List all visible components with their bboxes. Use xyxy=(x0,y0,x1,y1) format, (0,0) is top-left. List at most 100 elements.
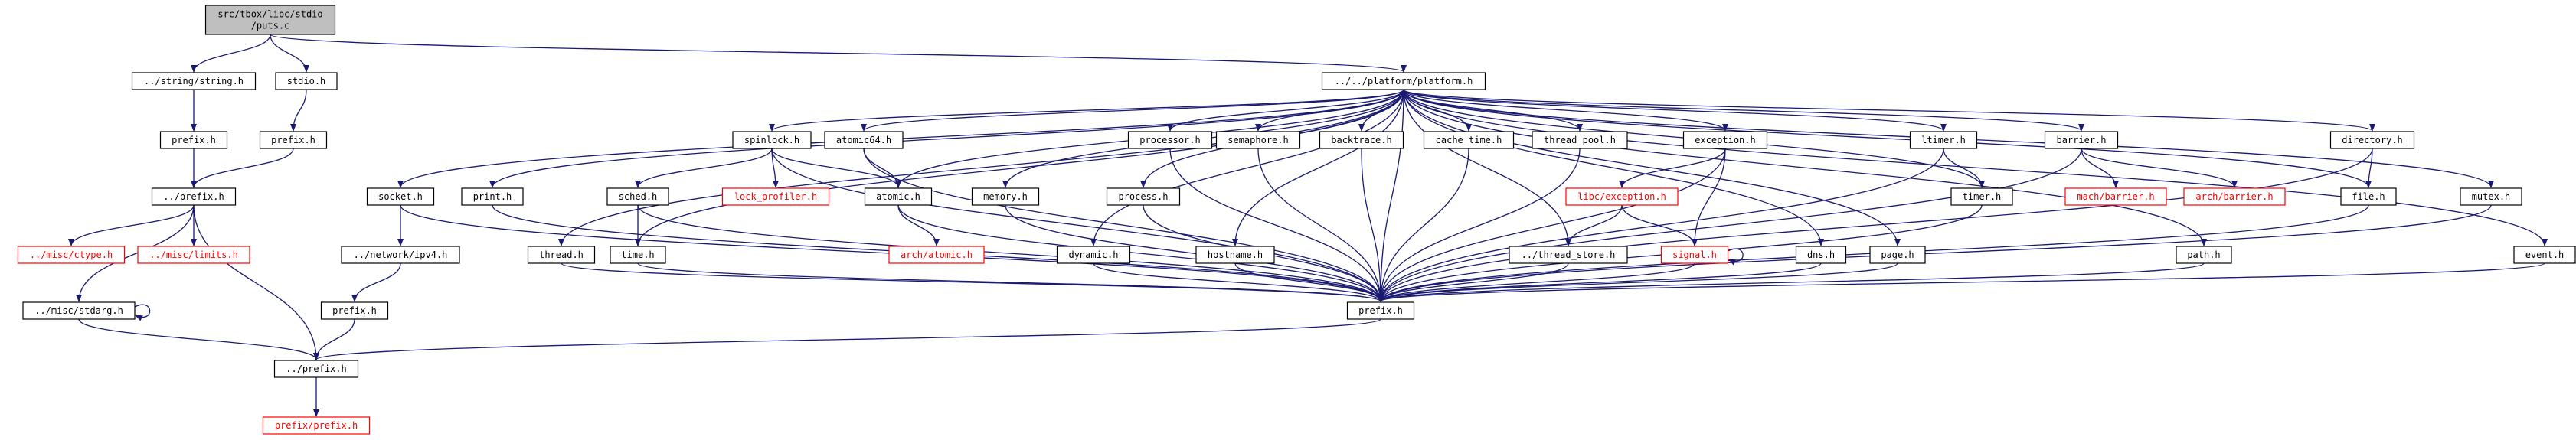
node-thread[interactable]: thread.h xyxy=(527,246,596,264)
node-dynamic[interactable]: dynamic.h xyxy=(1056,246,1131,264)
node-label: mutex.h xyxy=(2472,191,2511,202)
node-prefix-bottom[interactable]: ../prefix.h xyxy=(273,360,359,378)
node-label: dynamic.h xyxy=(1068,249,1118,260)
node-label: prefix.h xyxy=(332,305,377,316)
node-exception[interactable]: exception.h xyxy=(1682,131,1768,149)
edge-platform-to-dynamic xyxy=(1090,89,1404,246)
node-ipv4[interactable]: ../network/ipv4.h xyxy=(341,246,460,264)
node-prefix-b[interactable]: prefix.h xyxy=(259,131,328,149)
node-process[interactable]: process.h xyxy=(1106,187,1181,206)
edge-exception-to-libc-exception xyxy=(1619,148,1726,188)
edge-ltimer-to-timer xyxy=(1943,148,1985,188)
node-arch-barrier[interactable]: arch/barrier.h xyxy=(2183,187,2286,206)
node-label: arch/atomic.h xyxy=(901,249,973,260)
node-box xyxy=(1682,131,1768,149)
edge-platform-to-print xyxy=(489,89,1404,188)
node-cache-time[interactable]: cache_time.h xyxy=(1423,131,1515,149)
node-dprefix[interactable]: ../prefix.h xyxy=(151,187,237,206)
node-spinlock[interactable]: spinlock.h xyxy=(732,131,812,149)
node-label: time.h xyxy=(621,249,654,260)
header-nodes: src/tbox/libc/stdio/puts.c../string/stri… xyxy=(17,5,2576,435)
node-atomic[interactable]: atomic.h xyxy=(864,187,933,206)
node-memory[interactable]: memory.h xyxy=(971,187,1040,206)
node-box xyxy=(824,131,904,149)
node-processor[interactable]: processor.h xyxy=(1127,131,1213,149)
edge-ltimer-to-prefix-main xyxy=(1378,148,1944,302)
node-mutex[interactable]: mutex.h xyxy=(2460,187,2522,206)
node-stdarg[interactable]: ../misc/stdarg.h xyxy=(22,301,136,320)
node-barrier[interactable]: barrier.h xyxy=(2044,131,2119,149)
node-box xyxy=(1215,131,1301,149)
node-page[interactable]: page.h xyxy=(1869,246,1926,264)
node-label: event.h xyxy=(2525,249,2565,260)
node-label: file.h xyxy=(2352,191,2385,202)
node-atomic64[interactable]: atomic64.h xyxy=(824,131,904,149)
node-timer[interactable]: timer.h xyxy=(1950,187,2013,206)
edge-hostname-to-prefix-main xyxy=(1234,262,1384,302)
node-platform[interactable]: ../../platform/platform.h xyxy=(1321,72,1486,90)
edge-platform-to-hostname xyxy=(1232,89,1404,246)
node-label: prefix/prefix.h xyxy=(275,420,358,431)
node-mach-barrier[interactable]: mach/barrier.h xyxy=(2064,187,2167,206)
node-file[interactable]: file.h xyxy=(2340,187,2397,206)
node-prefix-c[interactable]: prefix.h xyxy=(320,301,389,320)
edge-signal-to-signal xyxy=(1728,248,1744,266)
edge-platform-to-spinlock xyxy=(769,89,1404,132)
node-box xyxy=(2329,131,2415,149)
edge-platform-to-exception xyxy=(1403,89,1728,132)
node-thread-pool[interactable]: thread_pool.h xyxy=(1532,131,1628,149)
node-prefix-prefix[interactable]: prefix/prefix.h xyxy=(262,416,371,435)
edge-prefix-b-to-dprefix xyxy=(191,148,294,188)
edge-spinlock-to-prefix-main xyxy=(771,148,1384,302)
edge-ipv4-to-prefix-c xyxy=(351,262,401,302)
node-print[interactable]: print.h xyxy=(461,187,524,206)
node-box xyxy=(137,246,250,264)
node-thread-store[interactable]: ../thread_store.h xyxy=(1509,246,1628,264)
edge-platform-to-semaphore xyxy=(1255,89,1404,132)
node-lock-profiler[interactable]: lock_profiler.h xyxy=(721,187,830,206)
node-arch-atomic[interactable]: arch/atomic.h xyxy=(888,246,985,264)
edge-prefix-main-to-prefix-bottom xyxy=(313,318,1381,360)
node-dns[interactable]: dns.h xyxy=(1795,246,1847,264)
node-semaphore[interactable]: semaphore.h xyxy=(1215,131,1301,149)
node-box xyxy=(320,301,389,320)
node-label: prefix.h xyxy=(172,135,216,145)
edge-barrier-to-arch-barrier xyxy=(2081,148,2238,188)
edge-platform-to-prefix-main xyxy=(1378,89,1404,302)
edge-platform-to-time xyxy=(635,89,1404,246)
node-sched[interactable]: sched.h xyxy=(606,187,669,206)
node-box xyxy=(461,187,524,206)
edge-platform-to-thread xyxy=(558,89,1404,246)
edge-signal-to-prefix-main xyxy=(1378,262,1695,302)
node-prefix-a[interactable]: prefix.h xyxy=(159,131,228,149)
node-box xyxy=(1660,246,1729,264)
dependency-edges xyxy=(68,34,2548,417)
node-path[interactable]: path.h xyxy=(2176,246,2232,264)
node-time[interactable]: time.h xyxy=(610,246,666,264)
edge-stdio-to-prefix-b xyxy=(290,89,307,132)
node-box xyxy=(2044,131,2119,149)
node-socket[interactable]: socket.h xyxy=(366,187,435,206)
edge-platform-to-atomic64 xyxy=(861,89,1404,132)
node-hostname[interactable]: hostname.h xyxy=(1195,246,1275,264)
node-label: socket.h xyxy=(378,191,423,202)
node-label: path.h xyxy=(2187,249,2220,260)
node-stdio[interactable]: stdio.h xyxy=(275,72,338,90)
node-prefix-main[interactable]: prefix.h xyxy=(1346,301,1415,320)
node-string[interactable]: ../string/string.h xyxy=(131,72,257,90)
edge-mutex-to-prefix-main xyxy=(1378,204,2492,302)
node-libc-exception[interactable]: libc/exception.h xyxy=(1565,187,1679,206)
node-event[interactable]: event.h xyxy=(2513,246,2576,264)
node-backtrace[interactable]: backtrace.h xyxy=(1319,131,1404,149)
node-ltimer[interactable]: ltimer.h xyxy=(1909,131,1978,149)
node-ctype[interactable]: ../misc/ctype.h xyxy=(17,246,126,264)
node-box xyxy=(971,187,1040,206)
node-label: ../prefix.h xyxy=(163,191,224,202)
node-signal[interactable]: signal.h xyxy=(1660,246,1729,264)
node-limits[interactable]: ../misc/limits.h xyxy=(137,246,250,264)
node-directory[interactable]: directory.h xyxy=(2329,131,2415,149)
node-label: cache_time.h xyxy=(1436,135,1502,145)
node-box xyxy=(2176,246,2232,264)
edge-spinlock-to-sched xyxy=(635,148,773,188)
